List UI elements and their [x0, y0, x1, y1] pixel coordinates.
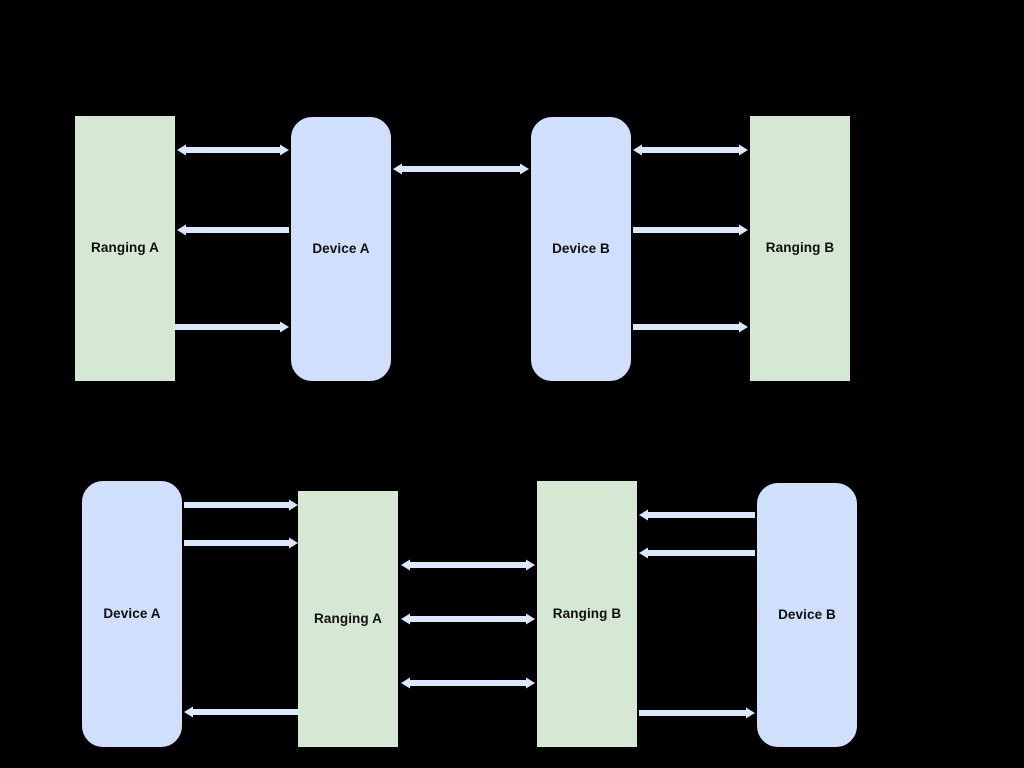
node-bot-ranging-a[interactable]: Ranging A	[298, 491, 398, 747]
edge-ranging-a-ranging-b-3	[387, 669, 549, 697]
node-label-bot-device-a: Device A	[103, 605, 161, 621]
node-top-ranging-b[interactable]: Ranging B	[750, 116, 850, 381]
edge-device-b-ranging-b-1	[619, 136, 762, 164]
edge-device-a-ranging-a-2	[170, 529, 312, 557]
edge-ranging-a-ranging-b-1	[387, 551, 549, 579]
edge-ranging-a-ranging-b-2	[387, 605, 549, 633]
node-label-top-ranging-a: Ranging A	[91, 240, 159, 256]
node-label-bot-ranging-b: Ranging B	[552, 605, 622, 621]
edge-device-b-ranging-b-2	[625, 539, 769, 567]
edge-device-b-ranging-b-2	[619, 216, 762, 244]
node-label-top-device-b: Device B	[552, 240, 610, 256]
node-top-device-a[interactable]: Device A	[291, 117, 391, 381]
node-bot-device-a[interactable]: Device A	[82, 481, 182, 747]
node-bot-ranging-b[interactable]: Ranging B	[537, 481, 637, 747]
node-top-ranging-a[interactable]: Ranging A	[75, 116, 175, 381]
edge-ranging-b-device-b-3	[625, 699, 769, 727]
edge-device-b-ranging-b-3	[619, 313, 762, 341]
edge-ranging-a-device-a-3	[170, 698, 312, 726]
edge-device-a-ranging-a-1	[170, 491, 312, 519]
edge-device-a-device-b	[379, 155, 543, 183]
edge-device-b-ranging-b-1	[625, 501, 769, 529]
edge-device-a-ranging-a-2	[163, 216, 303, 244]
node-bot-device-b[interactable]: Device B	[757, 483, 857, 747]
node-label-bot-device-b: Device B	[778, 606, 836, 622]
node-top-device-b[interactable]: Device B	[531, 117, 631, 381]
node-label-top-ranging-b: Ranging B	[765, 240, 835, 256]
node-label-bot-ranging-a: Ranging A	[314, 610, 382, 626]
node-label-top-device-a: Device A	[312, 240, 370, 256]
edge-ranging-a-device-a-3	[161, 313, 303, 341]
edge-ranging-a-device-a-1	[163, 136, 303, 164]
